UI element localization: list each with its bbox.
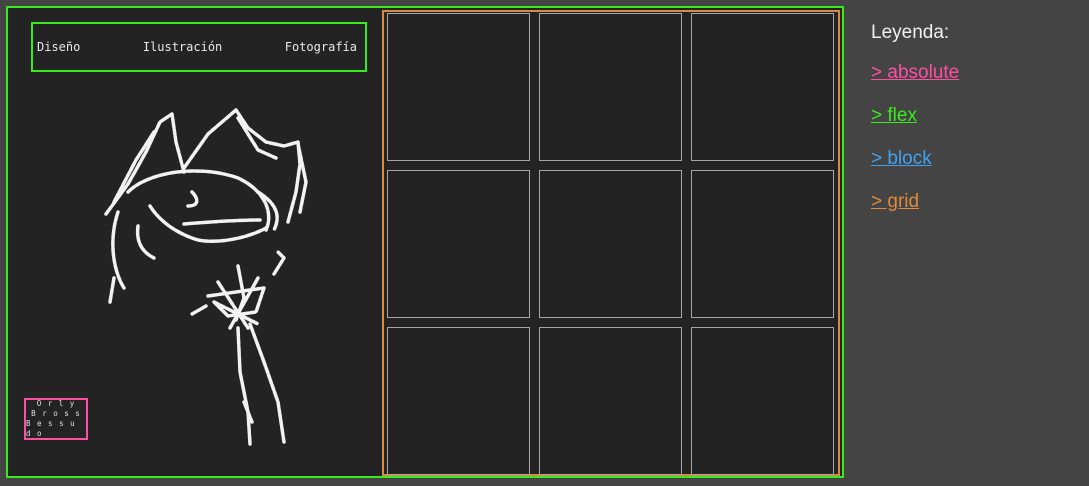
logo-line-first-name: O r l y	[36, 399, 76, 408]
gallery-cell-3[interactable]	[691, 13, 834, 161]
legend-item-grid[interactable]: > grid	[871, 191, 920, 212]
hand-drawn-illustration	[104, 108, 308, 446]
brand-logo[interactable]: O r l y B r o s s B e s s u d o	[24, 398, 88, 440]
legend-panel: Leyenda: > absolute > flex > block > gri…	[871, 22, 959, 234]
legend-item-flex[interactable]: > flex	[871, 105, 917, 126]
gallery-grid	[382, 10, 840, 476]
left-panel: Diseño Ilustración Fotografía	[8, 8, 382, 476]
legend-title: Leyenda:	[871, 22, 950, 43]
gallery-cell-4[interactable]	[387, 170, 530, 318]
nav-item-fotografia[interactable]: Fotografía	[284, 40, 357, 54]
logo-line-last-name-2: B e s s u d o	[26, 419, 76, 438]
gallery-cell-5[interactable]	[539, 170, 682, 318]
gallery-cell-6[interactable]	[691, 170, 834, 318]
legend-item-absolute[interactable]: > absolute	[871, 62, 960, 83]
top-nav: Diseño Ilustración Fotografía	[31, 22, 367, 72]
nav-item-diseno[interactable]: Diseño	[37, 40, 81, 54]
gallery-cell-9[interactable]	[691, 327, 834, 475]
legend-item-block[interactable]: > block	[871, 148, 932, 169]
gallery-cell-1[interactable]	[387, 13, 530, 161]
main-stage: Diseño Ilustración Fotografía	[6, 6, 844, 478]
logo-line-last-name-1: B r o s s	[31, 409, 81, 418]
gallery-cell-2[interactable]	[539, 13, 682, 161]
gallery-cell-8[interactable]	[539, 327, 682, 475]
gallery-cell-7[interactable]	[387, 327, 530, 475]
nav-item-ilustracion[interactable]: Ilustración	[142, 40, 223, 54]
